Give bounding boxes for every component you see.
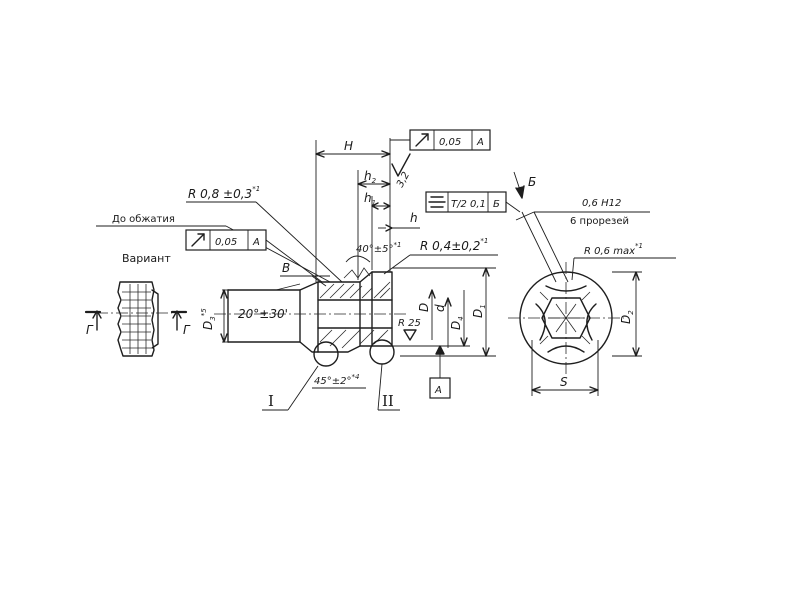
dimension-D4: D4 [449,290,468,347]
datum-a-box: A [429,345,451,399]
tolerance-frame-top: 0,05 A [390,129,491,151]
dimension-H: H [315,138,391,282]
detail-2-callout: II [377,363,400,411]
detail-2-circle [369,339,395,365]
before-crimping-label: До обжатия [112,214,175,225]
knurled-body [117,281,159,357]
angle-top-label: 40°±5°*1 [356,241,401,255]
dim-S-label: S [560,375,568,389]
tol-right-value: T/2 0,1 [451,199,486,210]
tol-left-datum: A [252,237,260,248]
dim-D2-label: D2 [619,310,635,324]
dimension-h: h [378,211,420,232]
dimension-h1: h1 [364,191,391,270]
slot-pattern [535,285,597,353]
dimension-D: D [417,289,436,340]
dim-H-label: H [344,139,353,153]
tolerance-frame-left: 0,05 A [185,229,323,283]
dimension-S: S [531,340,599,396]
tol-right-datum: Б [493,199,500,210]
roughness-mark: 3,2 [391,153,412,189]
section-mark-left: Г [84,310,102,337]
angle-top-callout: 40°±5°*1 [345,241,401,263]
variant-label: Вариант [122,252,171,265]
angle-bottom-callout: 45°±2°*4 [312,373,366,389]
angle-body-label: 20°±30' [238,307,288,321]
slot-callout: 0,6 H12 6 прорезей [515,198,650,283]
slots-count-label: 6 прорезей [570,216,629,227]
section-label-g-right: Г [183,323,191,337]
view-b-label: Б [528,175,536,189]
radius-inner-label: R 0,4±0,2*1 [420,237,488,253]
dim-D3-label: D3*5 [200,308,217,330]
dim-D4-label: D4 [449,316,465,330]
radius-small-label: R 25 [398,318,421,329]
variant-view: Вариант Г Г [84,252,191,357]
detail-1-callout: I [262,365,319,411]
dimension-D2: D2 [612,271,642,357]
end-view [508,262,624,374]
tol-top-value: 0,05 [439,137,461,148]
section-hatching [319,267,391,349]
tol-left-value: 0,05 [215,237,237,248]
roughness-triangle [403,329,417,341]
surface-v-callout: В [280,261,330,287]
dimension-D3: D3*5 [200,289,228,343]
angle-bottom-label: 45°±2°*4 [314,373,359,387]
section-mark-right: Г [170,310,191,337]
datum-a-label: A [434,385,442,396]
surface-v-label: В [282,261,290,275]
dim-D-label: D [417,303,431,312]
view-b-arrow: Б [513,171,536,199]
dimension-d: d [433,297,452,348]
dim-d-label: d [433,304,447,312]
detail-2-label: II [382,392,394,410]
radius-max-callout: R 0,6 max*1 [571,242,676,281]
dimension-h2: h2 [357,169,391,280]
dim-h2-label: h2 [364,169,377,185]
dim-h-label: h [410,211,418,225]
radius-max-label: R 0,6 max*1 [584,242,643,257]
radius-outer-callout: R 0,8 ±0,3*1 [186,185,343,283]
detail-1-label: I [268,392,274,410]
dim-D1-label: D1 [471,304,487,318]
section-label-g-left: Г [86,323,94,337]
tolerance-frame-right: T/2 0,1 Б [425,191,521,213]
detail-1-circle [313,341,339,367]
part-outline [227,271,393,353]
dim-h1-label: h1 [364,191,376,207]
dimension-D1: D1 [471,267,490,357]
roughness-value: 3,2 [395,170,412,189]
tol-top-datum: A [476,137,484,148]
radius-inner-callout: R 0,4±0,2*1 [383,237,498,275]
radius-outer-label: R 0,8 ±0,3*1 [188,185,260,201]
slot-width-label: 0,6 H12 [582,198,621,209]
